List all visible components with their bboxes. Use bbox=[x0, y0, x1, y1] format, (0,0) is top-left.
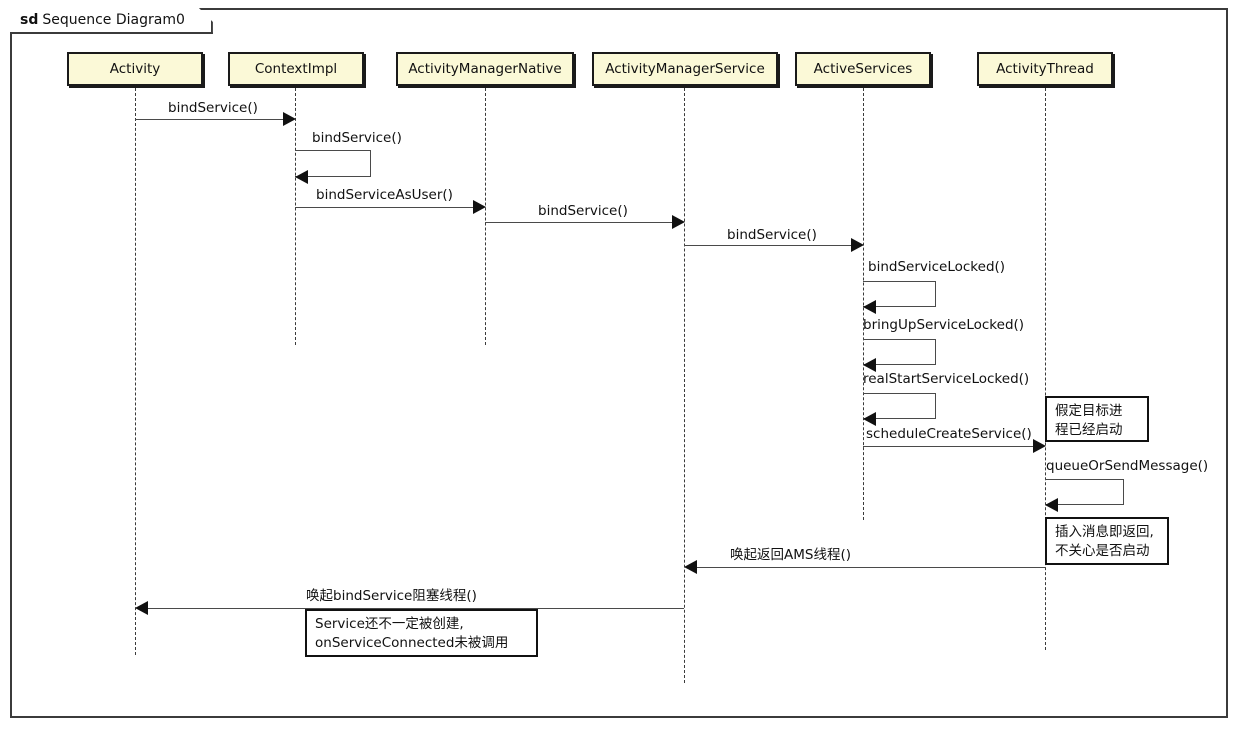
arrow-head-realstartservicelocked bbox=[863, 412, 876, 426]
message-label-bringupservicelocked: bringUpServiceLocked() bbox=[863, 317, 1025, 333]
note-target-process-started: 假定目标进 程已经启动 bbox=[1045, 396, 1149, 442]
lifeline-activity bbox=[135, 88, 136, 655]
lifeline-ams bbox=[684, 88, 685, 683]
lifeline-contextimpl bbox=[295, 88, 296, 345]
arrow-head-bindservicelocked bbox=[863, 300, 876, 314]
message-label-queueorsendmessage: queueOrSendMessage() bbox=[1046, 458, 1209, 474]
message-label-bindserviceasuser: bindServiceAsUser() bbox=[316, 187, 453, 203]
lifeline-head-activitymanagernative[interactable]: ActivityManagerNative bbox=[396, 52, 574, 86]
message-label-realstartservicelocked: realStartServiceLocked() bbox=[863, 371, 1030, 387]
arrow-head-wake-bindservice-blocked-thread bbox=[135, 601, 148, 615]
lifeline-amn bbox=[485, 88, 486, 345]
lifeline-head-activeservices[interactable]: ActiveServices bbox=[795, 52, 931, 86]
arrow-head-queueorsendmessage bbox=[1045, 498, 1058, 512]
self-call-loop-bringupservicelocked bbox=[863, 339, 936, 365]
message-label-bindservice-1: bindService() bbox=[168, 100, 258, 116]
arrow-head-bindservice-3 bbox=[672, 215, 685, 229]
message-line-bindservice-3 bbox=[485, 222, 676, 223]
message-line-bindservice-4 bbox=[684, 245, 855, 246]
lifeline-head-activitythread[interactable]: ActivityThread bbox=[977, 52, 1113, 86]
message-line-bindservice-1 bbox=[135, 119, 287, 120]
lifeline-head-contextimpl[interactable]: ContextImpl bbox=[228, 52, 364, 86]
self-call-loop-bindservicelocked bbox=[863, 281, 936, 307]
note-insert-message-returns: 插入消息即返回, 不关心是否启动 bbox=[1045, 517, 1169, 565]
self-call-loop-realstartservicelocked bbox=[863, 393, 936, 419]
arrow-head-bringupservicelocked bbox=[863, 358, 876, 372]
lifeline-head-activity[interactable]: Activity bbox=[67, 52, 203, 86]
lifeline-head-activitymanagerservice[interactable]: ActivityManagerService bbox=[592, 52, 778, 86]
message-label-bindservice-2: bindService() bbox=[312, 130, 402, 146]
message-label-wake-bindservice-blocked-thread: 唤起bindService阻塞线程() bbox=[306, 588, 477, 604]
lifeline-activitythread bbox=[1045, 88, 1046, 650]
arrow-head-bindservice-2 bbox=[295, 170, 308, 184]
message-label-bindservice-4: bindService() bbox=[727, 227, 817, 243]
message-line-wake-bindservice-blocked-thread bbox=[147, 608, 684, 609]
note-service-not-created-yet: Service还不一定被创建, onServiceConnected未被调用 bbox=[305, 609, 538, 657]
message-label-schedulecreateservice: scheduleCreateService() bbox=[866, 426, 1032, 442]
arrow-head-bindservice-1 bbox=[283, 112, 296, 126]
message-line-wake-return-ams-thread bbox=[696, 567, 1045, 568]
self-call-loop-queueorsendmessage bbox=[1045, 479, 1124, 505]
arrow-head-schedulecreateservice bbox=[1033, 439, 1046, 453]
message-label-wake-return-ams-thread: 唤起返回AMS线程() bbox=[730, 547, 851, 563]
arrow-head-bindserviceasuser bbox=[473, 200, 486, 214]
frame-title-text: Sequence Diagram0 bbox=[42, 12, 185, 28]
message-label-bindservicelocked: bindServiceLocked() bbox=[868, 259, 1006, 275]
arrow-head-bindservice-4 bbox=[851, 238, 864, 252]
message-line-schedulecreateservice bbox=[863, 446, 1037, 447]
self-call-loop-bindservice-2 bbox=[295, 150, 371, 177]
message-line-bindserviceasuser bbox=[295, 207, 477, 208]
arrow-head-wake-return-ams-thread bbox=[684, 560, 697, 574]
message-label-bindservice-3: bindService() bbox=[538, 203, 628, 219]
diagram-frame bbox=[10, 8, 1228, 718]
frame-keyword: sd bbox=[20, 12, 39, 28]
